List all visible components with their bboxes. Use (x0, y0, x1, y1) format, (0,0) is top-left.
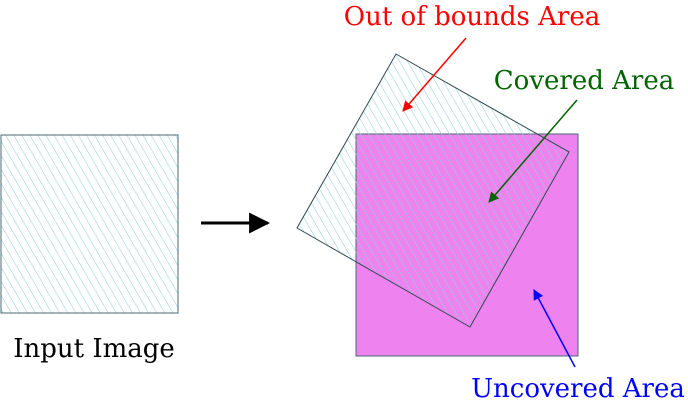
uncovered-area-label: Uncovered Area (471, 374, 685, 402)
uncovered-area-arrow (533, 289, 576, 368)
out-of-bounds-label: Out of bounds Area (344, 2, 600, 32)
rotated-image-square (296, 53, 570, 328)
covered-area-label: Covered Area (494, 66, 674, 96)
input-image-square (0, 134, 179, 314)
input-image-label: Input Image (13, 334, 175, 364)
covered-area-arrow (488, 99, 578, 203)
out-of-bounds-arrow (402, 37, 467, 112)
